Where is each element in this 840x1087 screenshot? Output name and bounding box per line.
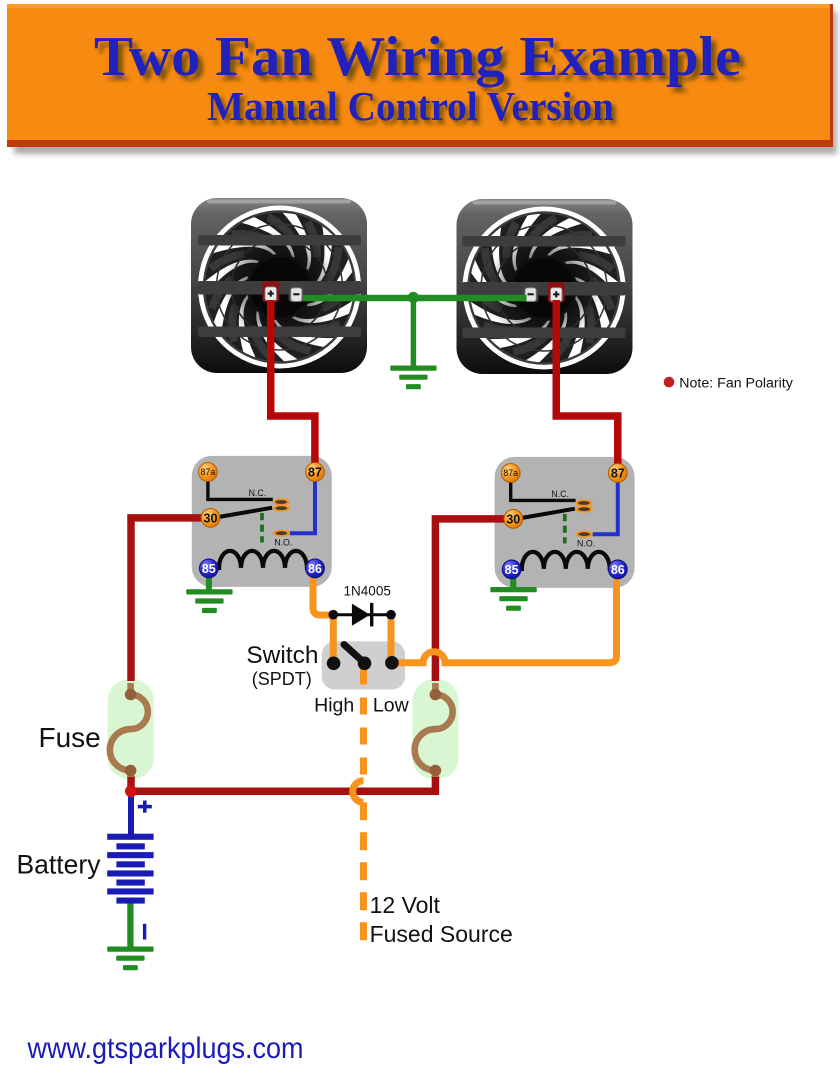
svg-text:Low: Low xyxy=(373,695,410,717)
svg-text:Fused Source: Fused Source xyxy=(370,921,513,947)
svg-text:Manual Control Version: Manual Control Version xyxy=(207,83,614,129)
svg-text:(SPDT): (SPDT) xyxy=(252,669,312,689)
svg-text:Manual Control Version: Manual Control Version xyxy=(211,87,618,133)
svg-text:Two Fan Wiring Example: Two Fan Wiring Example xyxy=(94,26,741,88)
svg-text:Note: Fan Polarity: Note: Fan Polarity xyxy=(679,376,793,392)
svg-text:Fuse: Fuse xyxy=(39,722,101,753)
svg-text:1N4005: 1N4005 xyxy=(344,583,391,598)
svg-text:12 Volt: 12 Volt xyxy=(370,892,441,918)
svg-text:www.gtsparkplugs.com: www.gtsparkplugs.com xyxy=(27,1032,304,1065)
svg-text:Switch: Switch xyxy=(246,642,318,669)
svg-text:Two Fan Wiring Example: Two Fan Wiring Example xyxy=(99,31,746,93)
svg-text:Battery: Battery xyxy=(17,850,102,880)
svg-text:High: High xyxy=(314,695,354,717)
